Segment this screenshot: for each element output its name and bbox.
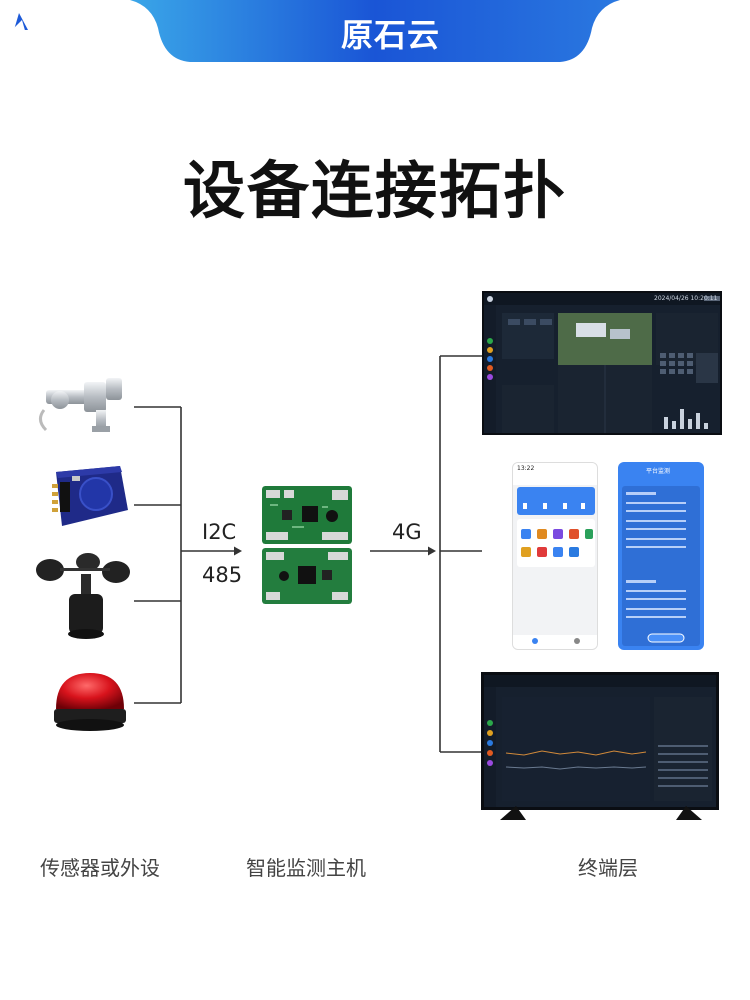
stone-logo-icon	[2, 2, 36, 34]
tv-stand-icon	[500, 806, 702, 820]
circuit-board-icon	[262, 486, 352, 544]
brand-header: 原石云	[0, 0, 750, 62]
anemometer-icon	[36, 553, 130, 639]
brand-name: 原石云	[341, 16, 441, 54]
page-title: 设备连接拓扑	[182, 154, 567, 227]
phone-app-monitor: 平台监测	[618, 462, 704, 650]
sensors-column-label: 传感器或外设	[40, 856, 160, 880]
phone-home-screen	[513, 463, 597, 649]
phone-tab-title: 平台监测	[646, 468, 671, 475]
tv-monitor	[481, 672, 719, 810]
brand-tab-shape	[130, 0, 620, 62]
circuit-board-secondary-icon	[262, 548, 352, 604]
dashboard-screen	[484, 293, 720, 433]
dashboard-time: 2024/04/26 10:20:11	[654, 295, 718, 302]
i2c-label: I2C	[202, 520, 237, 544]
tv-screen	[484, 675, 716, 807]
displacement-sensor-icon	[39, 378, 122, 432]
4g-label: 4G	[392, 520, 422, 544]
sensor-module-board-icon	[52, 466, 128, 526]
terminal-column-label: 终端层	[578, 856, 638, 880]
phone-app-home: 13:22	[512, 462, 598, 650]
phone-time: 13:22	[517, 465, 535, 472]
alarm-light-icon	[54, 673, 126, 731]
phone-monitor-screen	[622, 486, 700, 646]
rs485-label: 485	[202, 563, 243, 587]
host-column-label: 智能监测主机	[246, 856, 366, 880]
dashboard-monitor: 2024/04/26 10:20:11	[482, 291, 722, 435]
